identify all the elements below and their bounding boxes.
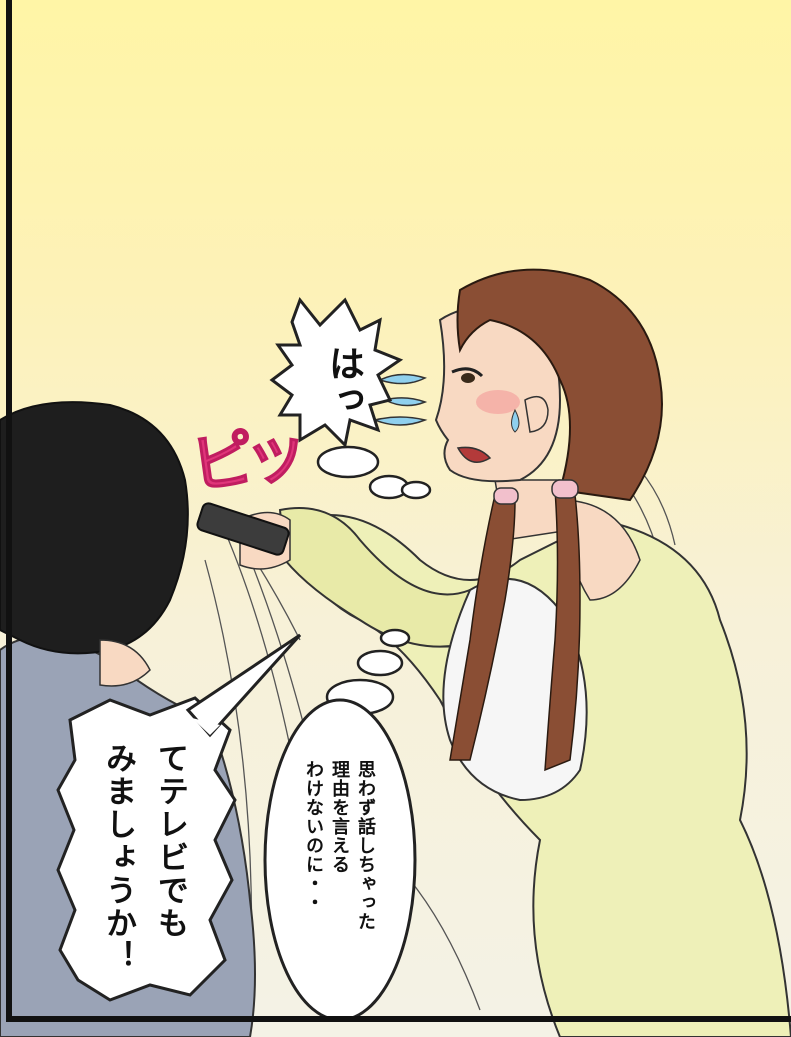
speech-bubble-surprise [269,296,404,449]
speech-text-man: てテレビでも みましょうか！ [92,742,196,973]
speech-text-man-lead: て [152,742,188,775]
sweat-drops-icon [372,373,428,426]
speech-text-man-body: テレビでも みましょうか！ [100,742,188,973]
woman-figure [196,268,791,1037]
man-hair [0,401,189,655]
remote-control [196,502,290,556]
thought-text: 思わず話しちゃった 理由を言える わけないのに・・ [303,760,376,931]
panel-border [6,0,791,1022]
thought-trail-top [316,445,432,500]
speech-text-surprise: はっ [323,345,364,417]
